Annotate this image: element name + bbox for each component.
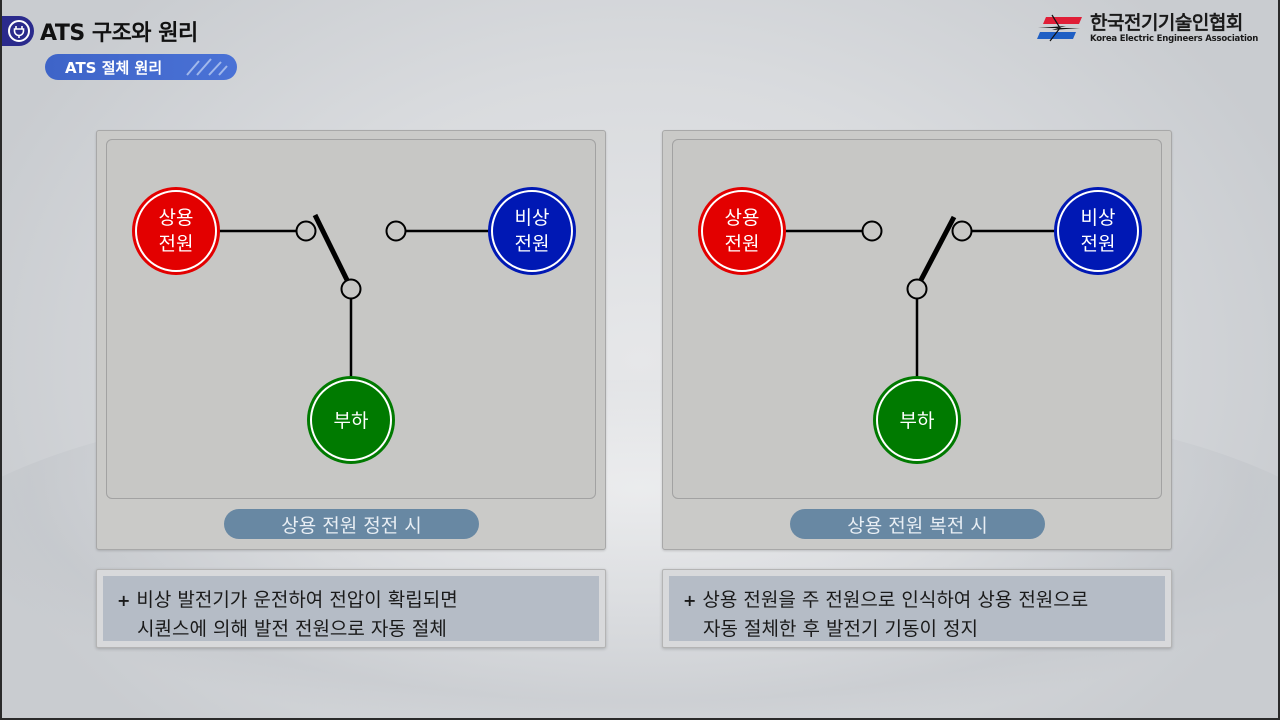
kea-logo: 한국전기기술인협회 Korea Electric Engineers Assoc… bbox=[1036, 12, 1258, 44]
panel-outage: 상용 전원 비상 전원 부하 상용 전원 정전 시 bbox=[96, 130, 606, 550]
svg-text:부하: 부하 bbox=[334, 410, 369, 432]
caption-restoration: 상용 전원 복전 시 bbox=[790, 509, 1045, 539]
emergency-power-node: 비상 전원 bbox=[488, 187, 576, 275]
logo-name-english: Korea Electric Engineers Association bbox=[1090, 34, 1259, 44]
svg-text:전원: 전원 bbox=[1081, 233, 1116, 255]
emergency-contact-icon bbox=[951, 220, 973, 242]
svg-text:부하: 부하 bbox=[900, 410, 935, 432]
description-restoration: + 상용 전원을 주 전원으로 인식하여 상용 전원으로 자동 절체한 후 발전기… bbox=[662, 569, 1172, 648]
logo-name-korean: 한국전기기술인협회 bbox=[1090, 12, 1243, 34]
title-bar: ATS 구조와 원리 bbox=[0, 16, 198, 46]
emergency-contact-icon bbox=[385, 220, 407, 242]
description-line-1: 비상 발전기가 운전하여 전압이 확립되면 bbox=[136, 589, 458, 611]
caption-outage: 상용 전원 정전 시 bbox=[224, 509, 479, 539]
kea-logo-mark-icon bbox=[1037, 14, 1082, 42]
utility-power-node: 상용 전원 bbox=[698, 187, 786, 275]
diagram-outage: 상용 전원 비상 전원 부하 bbox=[106, 139, 596, 499]
utility-contact-icon bbox=[295, 220, 317, 242]
section-subtitle-label: ATS 절체 원리 bbox=[65, 58, 163, 77]
svg-text:전원: 전원 bbox=[515, 233, 550, 255]
page-title: ATS 구조와 원리 bbox=[40, 21, 198, 46]
title-tab bbox=[0, 16, 34, 46]
load-contact-icon bbox=[340, 278, 362, 300]
section-subtitle: ATS 절체 원리 bbox=[45, 54, 237, 80]
description-outage: + 비상 발전기가 운전하여 전압이 확립되면 시퀀스에 의해 발전 전원으로 자… bbox=[96, 569, 606, 648]
svg-text:비상: 비상 bbox=[515, 207, 550, 229]
load-contact-icon bbox=[906, 278, 928, 300]
svg-text:전원: 전원 bbox=[725, 233, 760, 255]
diagram-restoration: 상용 전원 비상 전원 부하 bbox=[672, 139, 1162, 499]
stripes-decoration-icon bbox=[186, 58, 228, 76]
svg-text:비상: 비상 bbox=[1081, 207, 1116, 229]
description-line-1: 상용 전원을 주 전원으로 인식하여 상용 전원으로 bbox=[702, 589, 1089, 611]
description-line-2: 자동 절체한 후 발전기 기동이 정지 bbox=[703, 618, 978, 640]
description-line-2: 시퀀스에 의해 발전 전원으로 자동 절체 bbox=[137, 618, 447, 640]
utility-power-node: 상용 전원 bbox=[132, 187, 220, 275]
load-node: 부하 bbox=[307, 376, 395, 464]
plug-icon bbox=[8, 20, 30, 42]
svg-text:상용: 상용 bbox=[725, 207, 760, 229]
panel-restoration: 상용 전원 비상 전원 부하 상용 전원 복전 시 bbox=[662, 130, 1172, 550]
plus-bullet-icon: + bbox=[117, 591, 131, 610]
utility-contact-icon bbox=[861, 220, 883, 242]
plus-bullet-icon: + bbox=[683, 591, 697, 610]
emergency-power-node: 비상 전원 bbox=[1054, 187, 1142, 275]
load-node: 부하 bbox=[873, 376, 961, 464]
svg-text:전원: 전원 bbox=[159, 233, 194, 255]
svg-text:상용: 상용 bbox=[159, 207, 194, 229]
